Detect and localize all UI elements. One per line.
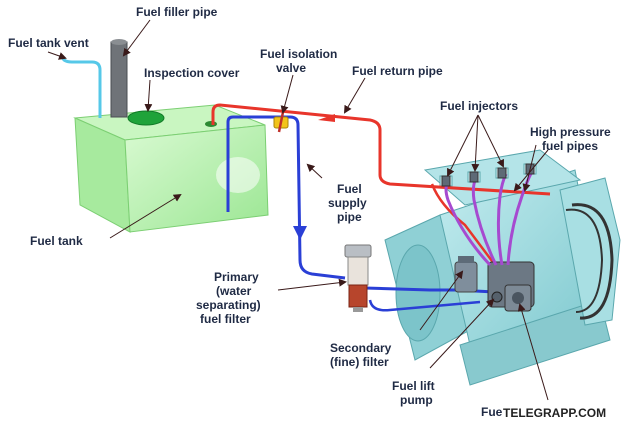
lift-pump-shape xyxy=(491,291,503,303)
injection-pump-shape xyxy=(487,261,535,312)
filler-pipe-shape xyxy=(110,41,128,118)
inspection-cover-shape xyxy=(127,110,165,126)
label-fuel-filler-pipe: Fuel filler pipe xyxy=(136,5,218,19)
label-fuel-supply-line3: pipe xyxy=(337,210,362,224)
supply-pipe-to-pump xyxy=(368,299,481,312)
label-fuel-lift-pump-line1: Fuel lift xyxy=(392,379,435,393)
label-fuel-injection-pump-partial: Fue xyxy=(481,405,503,419)
return-flow-arrow xyxy=(318,114,335,122)
secondary-filter-shape xyxy=(454,256,478,293)
isolation-valve-handle xyxy=(277,111,285,133)
label-fuel-supply-line2: supply xyxy=(328,196,367,210)
label-inspection-cover: Inspection cover xyxy=(144,66,240,80)
label-fuel-isolation-valve-line2: valve xyxy=(276,61,306,75)
label-primary-line1: Primary xyxy=(214,270,259,284)
filler-pipe-cap xyxy=(111,39,127,45)
label-fuel-return-pipe: Fuel return pipe xyxy=(352,64,443,78)
label-fuel-supply-line1: Fuel xyxy=(337,182,362,196)
supply-flow-arrow xyxy=(293,226,307,240)
supply-pipe-shape xyxy=(226,115,346,280)
return-inlet xyxy=(205,121,217,127)
primary-filter-shape xyxy=(344,244,372,312)
label-primary-line4: fuel filter xyxy=(200,312,251,326)
label-high-pressure-line2: fuel pipes xyxy=(542,139,598,153)
watermark-text: TELEGRAPP.COM xyxy=(503,406,606,420)
label-fuel-tank: Fuel tank xyxy=(30,234,83,248)
label-fuel-isolation-valve-line1: Fuel isolation xyxy=(260,47,337,61)
label-primary-line3: separating) xyxy=(196,298,261,312)
label-secondary-line1: Secondary xyxy=(330,341,392,355)
fuel-tank xyxy=(73,104,269,233)
label-secondary-line2: (fine) filter xyxy=(330,355,389,369)
label-fuel-lift-pump-line2: pump xyxy=(400,393,433,407)
leader-lines xyxy=(47,19,549,401)
label-high-pressure-line1: High pressure xyxy=(530,125,611,139)
return-branch xyxy=(430,183,496,266)
return-pipe-shape xyxy=(211,103,551,196)
label-fuel-tank-vent: Fuel tank vent xyxy=(8,36,89,50)
vent-pipe-shape xyxy=(60,54,102,118)
label-fuel-injectors: Fuel injectors xyxy=(440,99,518,113)
label-primary-line2: (water xyxy=(216,284,252,298)
